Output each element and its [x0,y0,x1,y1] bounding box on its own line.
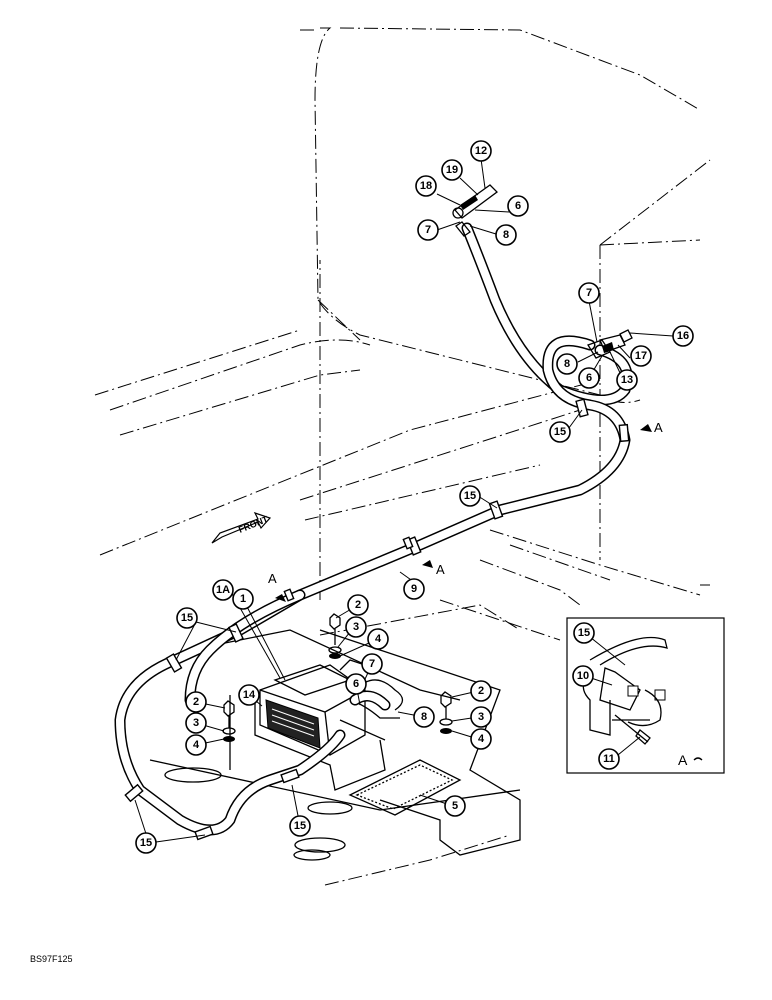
svg-text:2: 2 [355,599,361,611]
svg-text:6: 6 [353,678,359,690]
svg-text:1A: 1A [216,584,230,596]
svg-text:10: 10 [577,670,589,682]
svg-text:7: 7 [425,224,431,236]
view-a-label-3: A [436,562,445,577]
svg-text:7: 7 [586,287,592,299]
detail-a-label: A [678,752,688,768]
svg-text:8: 8 [421,711,427,723]
svg-text:2: 2 [478,685,484,697]
svg-text:6: 6 [586,372,592,384]
callout-15-detail: 15 [573,622,595,644]
svg-text:5: 5 [452,800,458,812]
machine-phantom-outline [94,27,711,886]
svg-text:11: 11 [603,753,615,765]
callout-3c: 3 [470,706,492,728]
view-a-label-2: A [268,571,277,586]
svg-text:15: 15 [294,820,306,832]
callout-14: 14 [238,684,260,706]
svg-text:15: 15 [554,426,566,438]
front-label: FRONT [237,514,270,535]
callout-16: 16 [672,325,694,347]
svg-text:4: 4 [478,733,485,745]
callout-2b: 2 [185,691,207,713]
figure-code: BS97F125 [30,954,73,964]
svg-text:17: 17 [635,350,647,362]
callout-3: 3 [345,616,367,638]
callout-1: 1 [232,588,254,610]
svg-text:14: 14 [243,689,256,701]
svg-text:15: 15 [578,627,590,639]
svg-text:16: 16 [677,330,689,342]
callout-19: 19 [441,159,463,181]
svg-text:19: 19 [446,164,458,176]
callout-12: 12 [470,140,492,162]
front-direction-arrow: FRONT [211,511,272,544]
svg-text:15: 15 [140,837,152,849]
view-a-label-1: A [654,420,663,435]
svg-text:9: 9 [411,583,417,595]
callout-6b: 6 [578,367,600,389]
svg-text:3: 3 [193,717,199,729]
callout-5: 5 [444,795,466,817]
callout-2: 2 [347,594,369,616]
svg-text:4: 4 [193,739,200,751]
svg-text:2: 2 [193,696,199,708]
callout-4: 4 [367,628,389,650]
callout-18: 18 [415,175,437,197]
heater-unit [254,659,404,791]
callout-8a: 8 [495,224,517,246]
svg-text:1: 1 [240,593,246,605]
upper-valve-fitting [452,184,498,237]
callout-15b: 15 [135,832,157,854]
bolt-sets [222,613,453,742]
callout-4b: 4 [185,734,207,756]
callout-13: 13 [616,369,638,391]
callout-15d: 15 [459,485,481,507]
svg-text:15: 15 [181,612,193,624]
callout-7a: 7 [417,219,439,241]
detail-a-inset: A [566,617,725,774]
svg-text:8: 8 [564,358,570,370]
svg-text:3: 3 [478,711,484,723]
callout-11: 11 [598,748,620,770]
svg-text:8: 8 [503,229,509,241]
svg-text:13: 13 [621,374,633,386]
callout-2c: 2 [470,680,492,702]
svg-text:7: 7 [369,658,375,670]
callout-7b: 7 [578,282,600,304]
callout-15a: 15 [176,607,198,629]
svg-text:4: 4 [375,633,382,645]
callout-10: 10 [572,665,594,687]
callout-17: 17 [630,345,652,367]
callout-8b: 8 [556,353,578,375]
svg-text:3: 3 [353,621,359,633]
svg-text:18: 18 [420,180,432,192]
callout-9: 9 [403,578,425,600]
callout-15e: 15 [549,421,571,443]
callout-6: 6 [345,673,367,695]
callout-7: 7 [361,653,383,675]
callout-15c: 15 [289,815,311,837]
callout-4c: 4 [470,728,492,750]
callout-1A: 1A [212,579,234,601]
svg-text:15: 15 [464,490,476,502]
callout-8: 8 [413,706,435,728]
callout-6a: 6 [507,195,529,217]
svg-text:6: 6 [515,200,521,212]
view-a-markers: A A A [268,420,663,602]
svg-text:12: 12 [475,145,487,157]
cover-plate [348,759,462,816]
callout-3b: 3 [185,712,207,734]
